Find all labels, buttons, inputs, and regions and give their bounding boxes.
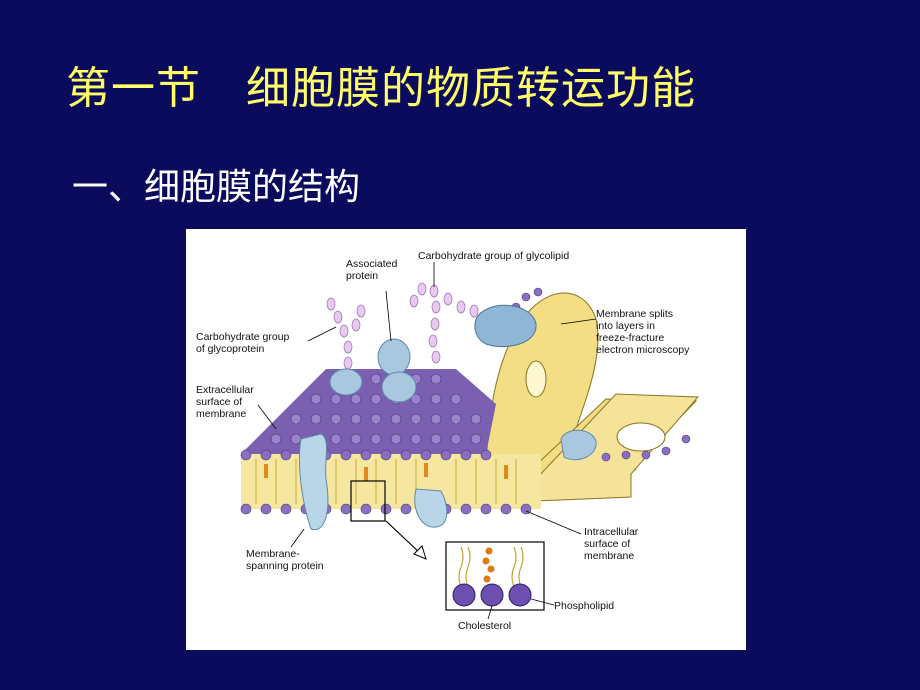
label-cholesterol: Cholesterol [458, 620, 511, 632]
fracture-protein [560, 429, 597, 461]
label-associated-protein-1: Associated [346, 258, 398, 270]
membrane-diagram: Associated protein Carbohydrate group of… [196, 250, 700, 632]
label-associated-protein-2: protein [346, 270, 378, 282]
leader-lines [257, 262, 597, 620]
label-carb-glycoprotein-2: of glycoprotein [196, 343, 264, 355]
label-extracellular-1: Extracellular [196, 384, 254, 396]
label-phospholipid: Phospholipid [554, 600, 614, 612]
cholesterol-marks [264, 463, 508, 481]
slide-title: 第一节 细胞膜的物质转运功能 [66, 63, 696, 114]
large-protein [474, 304, 537, 348]
zoom-arrow [385, 520, 422, 555]
label-carb-glycolipid: Carbohydrate group of glycolipid [418, 250, 569, 262]
associated-protein-2 [381, 371, 417, 403]
inset-cholesterol [482, 547, 495, 583]
glycoprotein-body [329, 368, 363, 396]
slide-subtitle: 一、细胞膜的结构 [72, 167, 361, 208]
label-membrane-spanning-2: spanning protein [246, 560, 324, 572]
inset-tails [458, 546, 524, 588]
label-membrane-splits-4: electron microscopy [596, 344, 690, 356]
label-membrane-splits-3: freeze-fracture [596, 332, 664, 344]
cell-membrane-figure: Associated protein Carbohydrate group of… [186, 229, 746, 650]
label-intracellular-2: surface of [584, 538, 630, 550]
carbohydrate-chains [326, 282, 479, 370]
label-membrane-splits-2: into layers in [596, 320, 655, 332]
inset-heads [452, 583, 532, 607]
label-intracellular-3: membrane [584, 550, 634, 562]
peripheral-protein [414, 488, 448, 528]
extracellular-surface [241, 369, 496, 454]
label-membrane-spanning-1: Membrane- [246, 548, 300, 560]
curl-pit [525, 360, 547, 398]
bilayer-side [241, 454, 541, 509]
label-extracellular-2: surface of [196, 396, 242, 408]
label-intracellular-1: Intracellular [584, 526, 639, 538]
label-carb-glycoprotein-1: Carbohydrate group [196, 331, 290, 343]
label-extracellular-3: membrane [196, 408, 246, 420]
spanning-protein [298, 433, 329, 531]
fracture-pit [616, 422, 666, 452]
zoom-source-box [350, 480, 386, 522]
associated-protein-1 [377, 338, 411, 376]
zoom-arrow-head [413, 545, 427, 560]
label-membrane-splits-1: Membrane splits [596, 308, 673, 320]
